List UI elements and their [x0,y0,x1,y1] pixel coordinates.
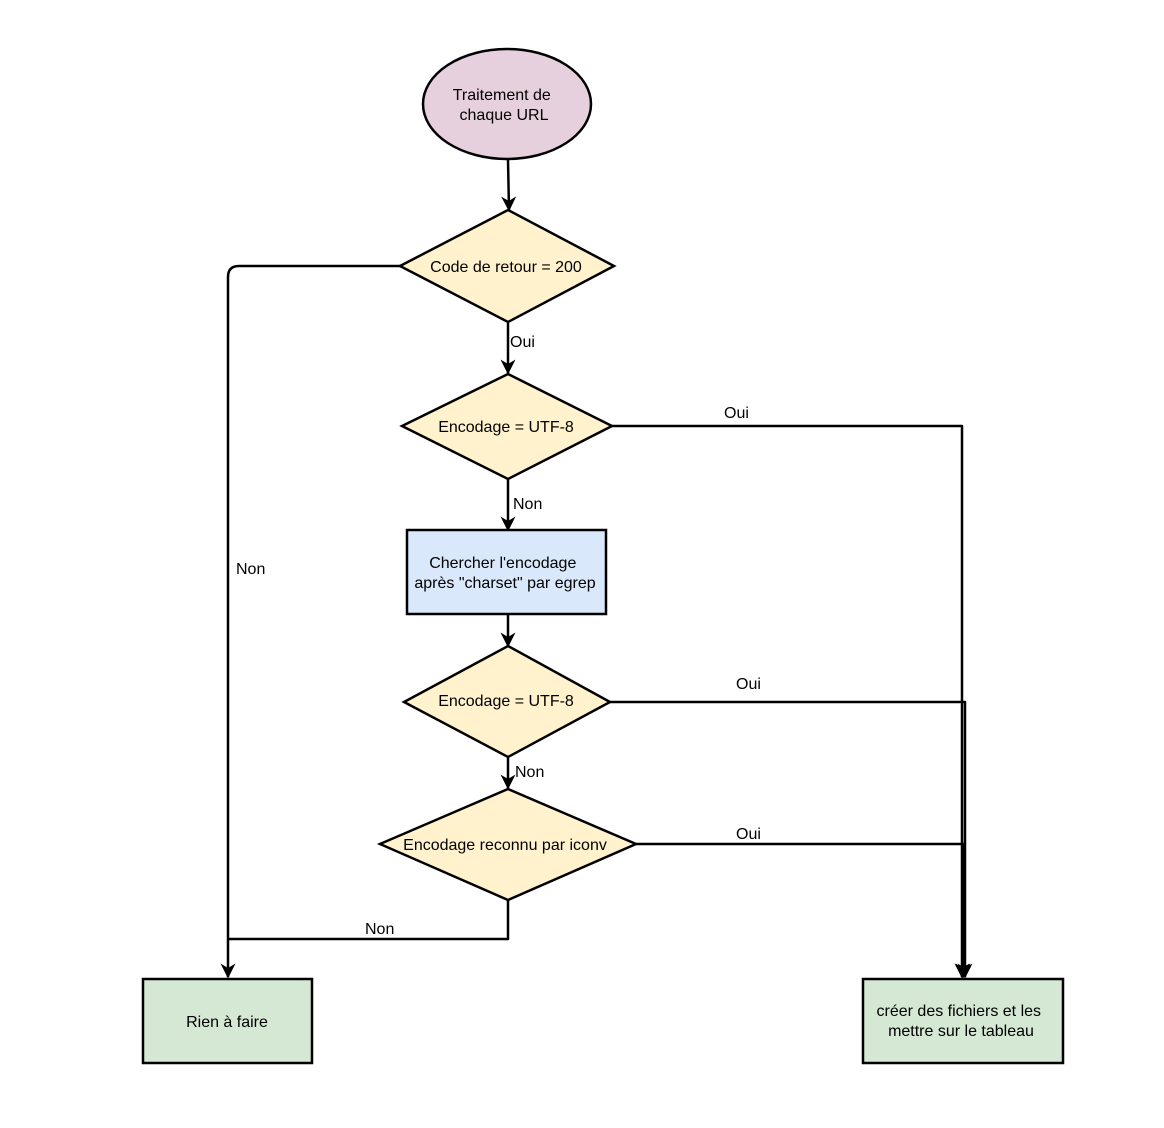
start-node: Traitement de chaque URL [421,47,593,161]
decision-utf8-second-label: Encodage = UTF-8 [438,693,574,710]
edge-utf8-1-oui [612,424,970,979]
decision-iconv: Encodage reconnu par iconv [376,787,640,902]
decision-utf8-second: Encodage = UTF-8 [401,644,613,759]
end-creer-fichiers-line-2: mettre sur le tableau [888,1023,1034,1040]
decision-code-retour: Code de retour = 200 [397,208,617,324]
edge-utf8-2-oui [610,700,973,979]
label-iconv-oui: Oui [736,826,761,843]
process-charset: Chercher l'encodage après "charset" par … [405,528,608,616]
end-creer-fichiers: créer des fichiers et les mettre sur le … [861,977,1065,1065]
end-creer-fichiers-line-1: créer des fichiers et les [877,1003,1042,1020]
label-utf8-2-non: Non [515,764,544,781]
process-charset-line-2: après "charset" par egrep [414,575,595,592]
label-iconv-non: Non [365,921,394,938]
decision-utf8-first-label: Encodage = UTF-8 [438,419,574,436]
label-utf8-2-oui: Oui [736,676,761,693]
edge-code-non [220,264,400,979]
edge-iconv-oui [636,842,971,979]
edge-start-to-code [501,159,517,212]
process-charset-line-1: Chercher l'encodage [429,555,576,572]
edge-iconv-non [228,900,510,941]
decision-iconv-label: Encodage reconnu par iconv [403,837,607,854]
label-code-oui: Oui [510,334,535,351]
decision-code-retour-label: Code de retour = 200 [430,259,582,276]
svg-text:créer des fichiers et les: créer des fichiers et les mettre sur le … [877,1003,1046,1040]
start-node-line-2: chaque URL [460,107,549,124]
svg-text:Chercher l'encodage aprè: Chercher l'encodage après "charset" par … [414,555,595,592]
end-rien-a-faire-label: Rien à faire [186,1014,268,1031]
end-rien-a-faire: Rien à faire [141,977,314,1065]
svg-text:Traitement de chaque URL: Traitement de chaque URL [453,87,556,124]
label-utf8-1-non: Non [513,496,542,513]
label-utf8-1-oui: Oui [724,405,749,422]
decision-utf8-first: Encodage = UTF-8 [399,372,615,481]
start-node-line-1: Traitement de [453,87,551,104]
label-code-non: Non [236,561,265,578]
